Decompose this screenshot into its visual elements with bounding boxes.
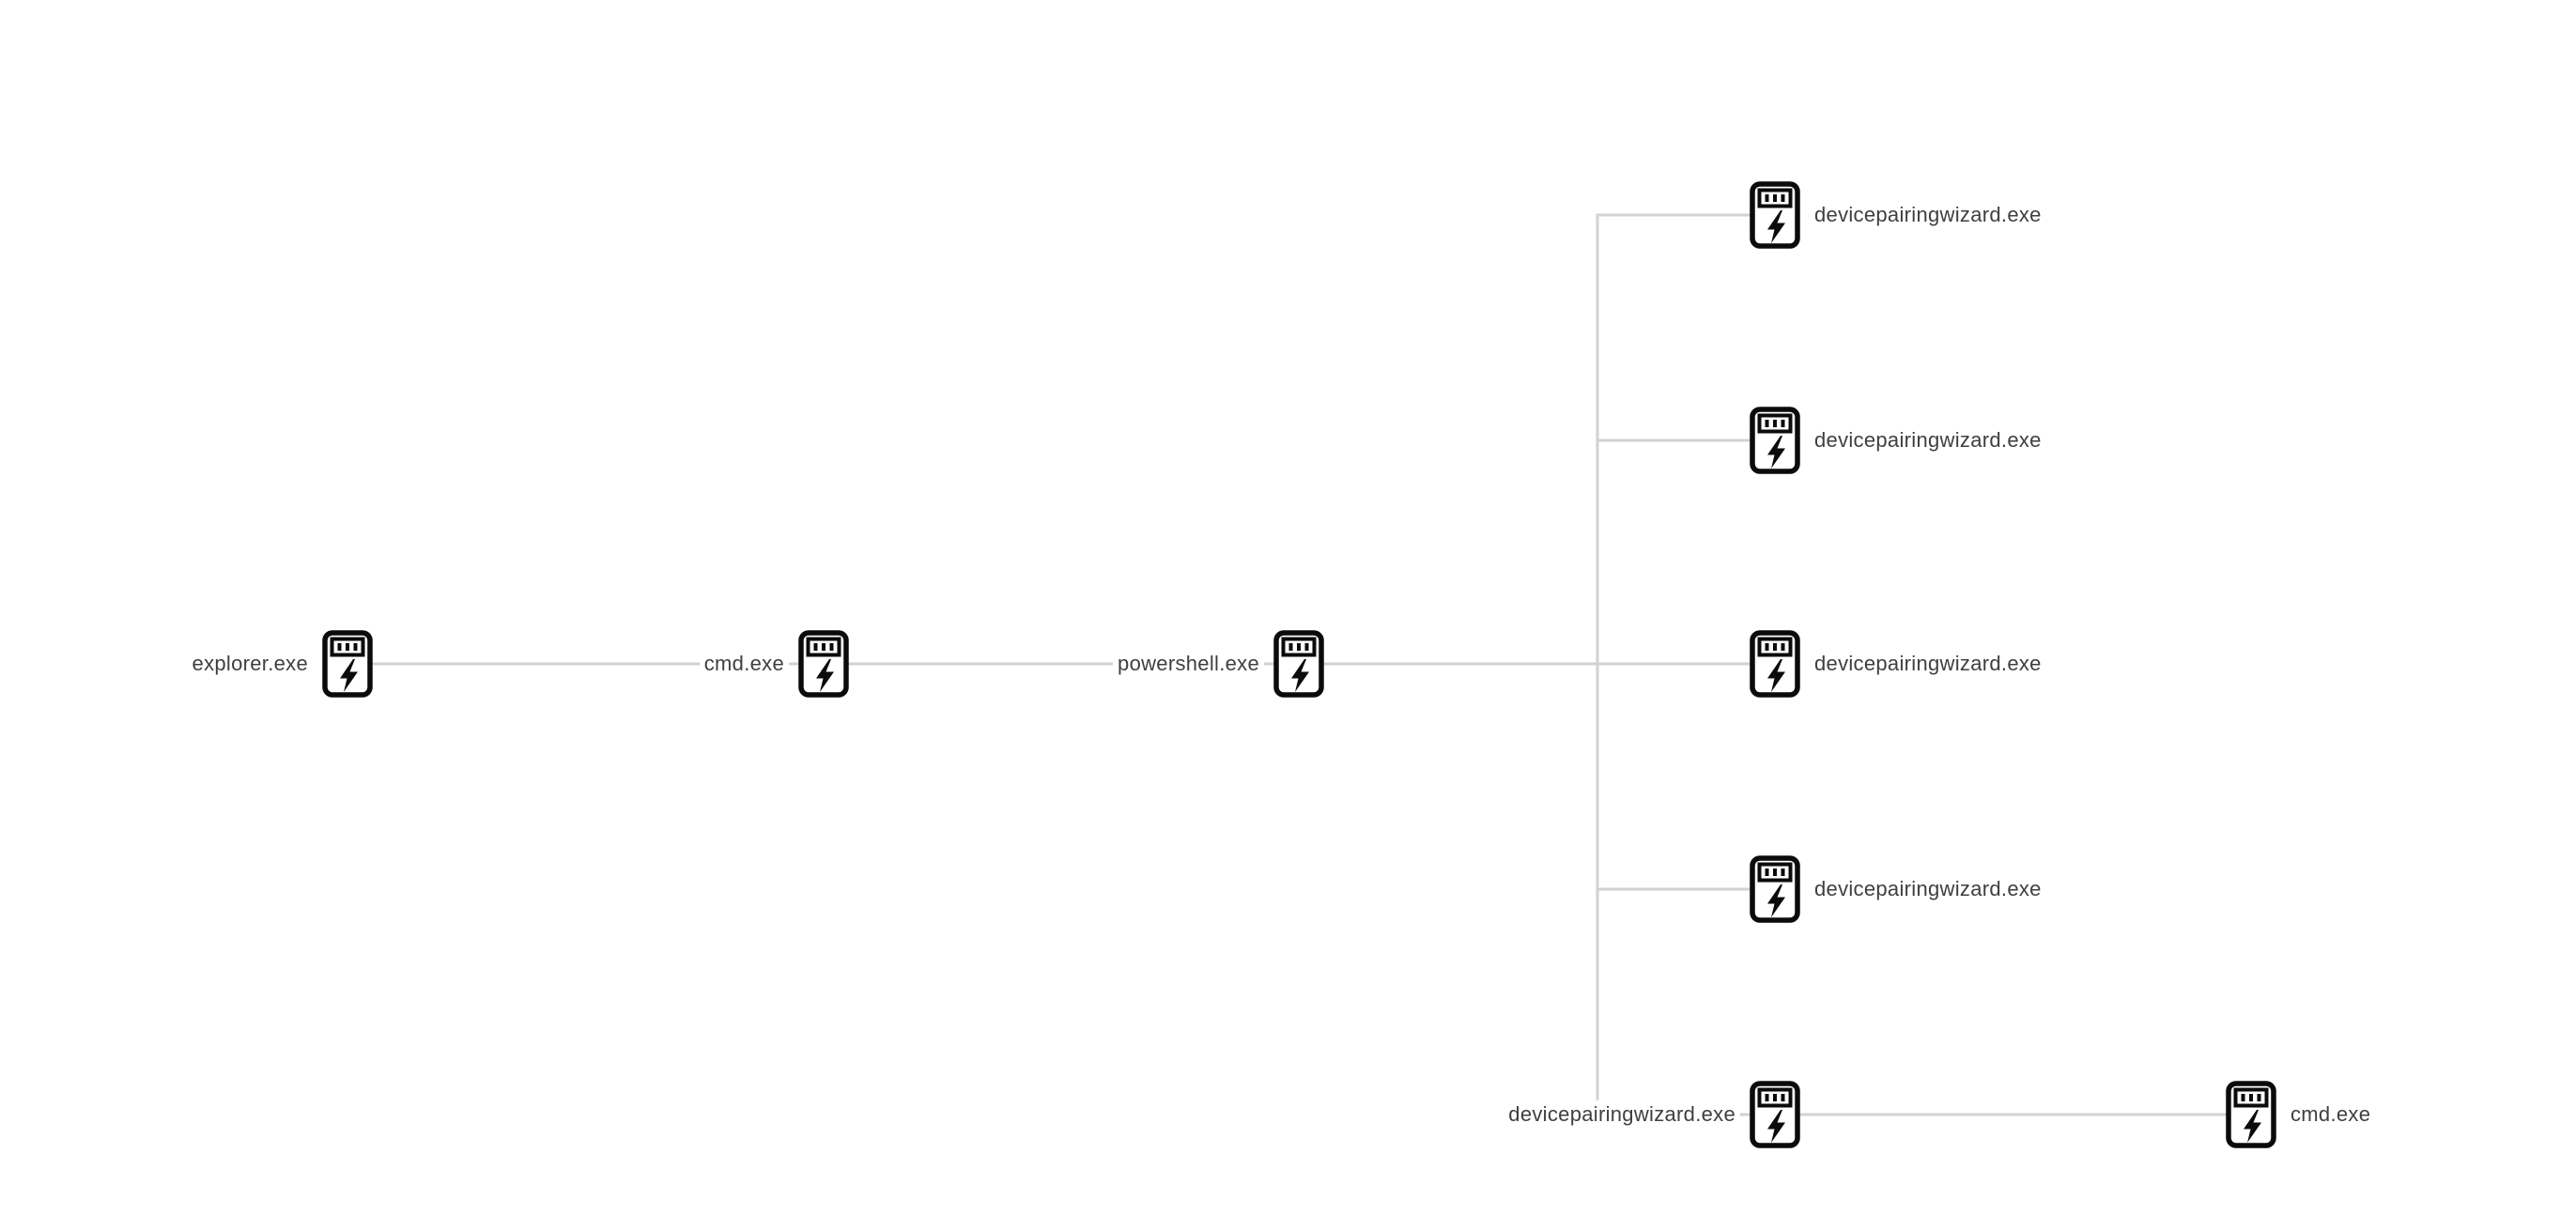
process-node-dpw2[interactable]: devicepairingwizard.exe [1750,407,2046,474]
process-node-dpw1[interactable]: devicepairingwizard.exe [1750,181,2046,249]
process-node-label: devicepairingwizard.exe [1810,649,2046,679]
process-bolt-icon[interactable] [1750,630,1800,698]
process-node-cmd2[interactable]: cmd.exe [2226,1081,2376,1148]
process-node-label: devicepairingwizard.exe [1504,1100,1740,1130]
process-bolt-icon[interactable] [322,630,373,698]
edge-powershell-dpw2 [1299,438,1775,666]
process-node-powershell[interactable]: powershell.exe [1113,630,1324,698]
process-node-label: devicepairingwizard.exe [1810,425,2046,455]
process-bolt-icon[interactable] [1750,181,1800,249]
process-bolt-icon[interactable] [798,630,849,698]
process-node-label: devicepairingwizard.exe [1810,200,2046,230]
process-bolt-icon[interactable] [1273,630,1324,698]
process-node-label: cmd.exe [2286,1100,2376,1130]
process-bolt-icon[interactable] [1750,407,1800,474]
process-bolt-icon[interactable] [2226,1081,2276,1148]
process-node-explorer[interactable]: explorer.exe [187,630,373,698]
process-node-dpw3[interactable]: devicepairingwizard.exe [1750,630,2046,698]
process-node-label: cmd.exe [699,649,789,679]
process-node-cmd1[interactable]: cmd.exe [699,630,849,698]
edge-powershell-dpw4 [1299,662,1775,891]
process-bolt-icon[interactable] [1750,855,1800,923]
process-node-label: explorer.exe [187,649,313,679]
process-node-dpw4[interactable]: devicepairingwizard.exe [1750,855,2046,923]
process-node-label: devicepairingwizard.exe [1810,874,2046,904]
process-node-dpw5[interactable]: devicepairingwizard.exe [1504,1081,1800,1148]
process-bolt-icon[interactable] [1750,1081,1800,1148]
process-node-label: powershell.exe [1113,649,1264,679]
